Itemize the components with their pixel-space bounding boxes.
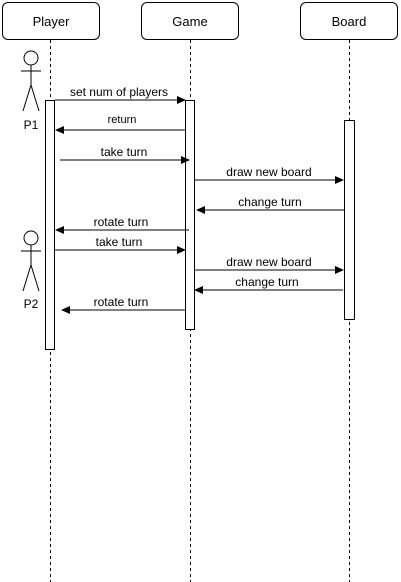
message-take-turn-2: take turn (55, 235, 186, 254)
actor-p2-label: P2 (24, 297, 39, 311)
participant-player-label: Player (32, 13, 70, 29)
participant-game-label: Game (172, 13, 208, 29)
activation-player (45, 100, 55, 350)
message-label: return (108, 114, 137, 126)
message-change-turn-2: change turn (194, 275, 343, 294)
message-draw-new-board-1: draw new board (195, 165, 344, 184)
message-set-num-players: set num of players (55, 85, 186, 104)
message-label: draw new board (226, 255, 311, 269)
actor-p1-label: P1 (24, 118, 39, 132)
message-return: return (55, 114, 185, 134)
activation-game (185, 100, 195, 330)
participant-board: Board (300, 2, 398, 40)
participant-board-label: Board (331, 13, 367, 29)
message-label: set num of players (70, 85, 168, 99)
actor-p2-icon (21, 230, 41, 292)
message-label: draw new board (226, 165, 311, 179)
message-label: change turn (235, 275, 298, 289)
message-rotate-turn-2: rotate turn (61, 295, 185, 314)
participant-player: Player (2, 2, 100, 40)
message-take-turn-1: take turn (60, 145, 190, 164)
message-rotate-turn-1: rotate turn (55, 215, 189, 234)
message-change-turn-1: change turn (196, 195, 344, 214)
participant-game: Game (141, 2, 239, 40)
message-label: change turn (238, 195, 301, 209)
message-label: rotate turn (94, 215, 149, 229)
message-label: take turn (101, 145, 148, 159)
message-label: rotate turn (94, 295, 149, 309)
activation-board (344, 120, 355, 320)
message-draw-new-board-2: draw new board (195, 255, 344, 274)
actor-p1-icon (21, 50, 41, 112)
message-label: take turn (96, 235, 143, 249)
